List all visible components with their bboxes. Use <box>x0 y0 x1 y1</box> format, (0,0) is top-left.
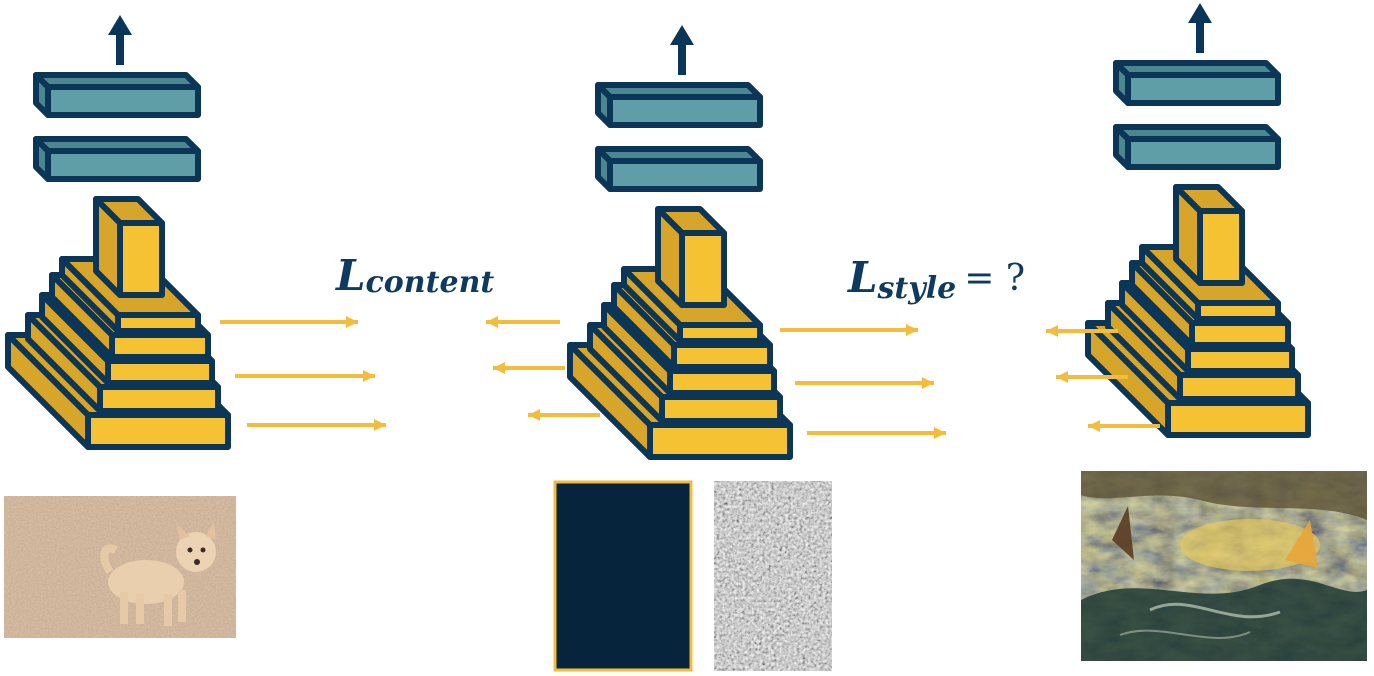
feature-arrow <box>807 427 946 439</box>
style-loss-label: Lstyle= ? <box>847 253 1025 306</box>
fc-layer <box>1113 124 1281 170</box>
feature-maps <box>553 480 832 672</box>
feature-arrow <box>795 377 934 389</box>
fc-layer <box>595 146 763 192</box>
feature-arrow <box>1088 420 1160 432</box>
fc-layer <box>33 136 201 182</box>
feature-arrow <box>493 362 565 374</box>
content-network <box>5 15 231 450</box>
content-loss-label: Lcontent <box>335 251 494 300</box>
feature-arrow <box>247 419 386 431</box>
conv-block <box>655 206 727 308</box>
fc-layer <box>595 82 763 128</box>
fc-layer <box>33 72 201 118</box>
fc-layer <box>1113 60 1281 106</box>
conv-block <box>1173 184 1245 286</box>
feature-arrow <box>486 316 560 328</box>
dog-photo <box>4 496 236 638</box>
feature-arrow <box>1056 371 1128 383</box>
output-arrow-icon <box>670 25 694 75</box>
shipwreck-painting <box>1081 471 1367 661</box>
feature-arrow <box>780 324 918 336</box>
output-arrow-icon <box>1188 3 1212 53</box>
generated-network <box>567 25 793 460</box>
style-network <box>1085 3 1311 438</box>
conv-block <box>93 196 165 298</box>
output-arrow-icon <box>108 15 132 65</box>
feature-arrow <box>220 316 358 328</box>
feature-arrow <box>1046 325 1118 337</box>
feature-arrow <box>235 370 375 382</box>
feature-arrow <box>528 409 600 421</box>
